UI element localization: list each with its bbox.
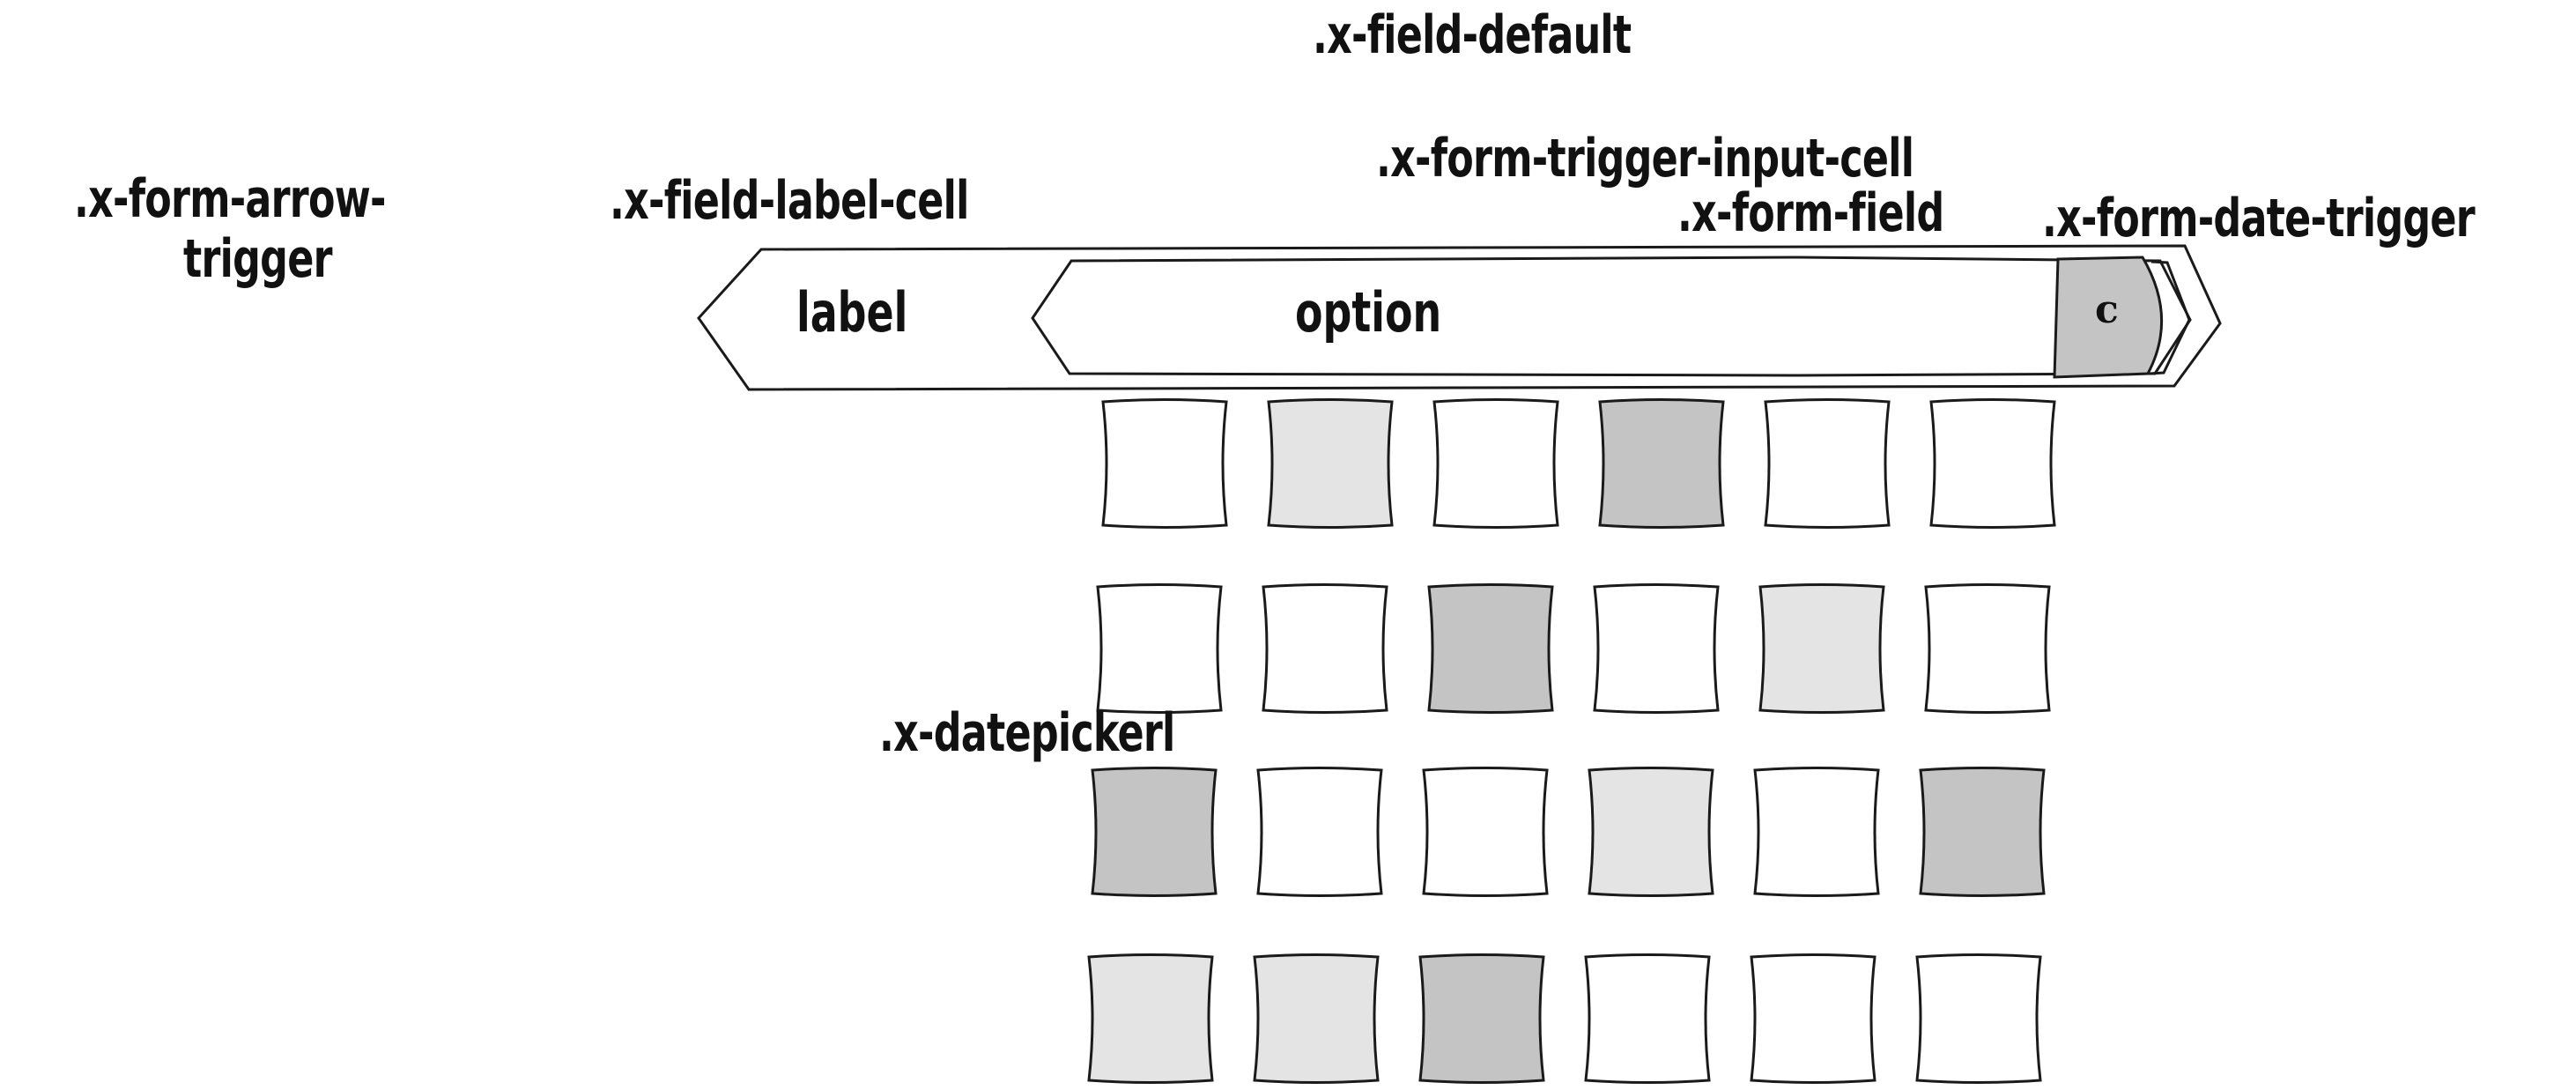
datepicker-cell-r3-c1[interactable] [1091, 767, 1218, 897]
datepicker-cell-r2-c3[interactable] [1427, 583, 1554, 714]
annotation-form-arrow-trigger: .x-form-arrow- trigger [74, 168, 470, 285]
annotation-form-arrow-trigger-line1: .x-form-arrow- [74, 168, 386, 230]
annotation-field-default: .x-field-default [1313, 4, 1632, 66]
datepicker-cell-r4-c2[interactable] [1253, 953, 1380, 1084]
annotation-form-field: .x-form-field [1677, 182, 1944, 244]
datepicker-cell-r4-c5[interactable] [1750, 953, 1876, 1084]
datepicker-cell-r1-c4[interactable] [1598, 398, 1725, 529]
datepicker-cells [1087, 398, 2056, 1084]
annotation-form-arrow-trigger-line2: trigger [183, 228, 332, 290]
annotation-datepicker: .x-datepickerl [879, 702, 1175, 764]
trigger-chevron-outline [2149, 260, 2191, 375]
datepicker-cell-r4-c6[interactable] [1915, 953, 2042, 1084]
datepicker-cell-r4-c4[interactable] [1584, 953, 1711, 1084]
datepicker-cell-r3-c3[interactable] [1422, 767, 1549, 897]
field-label: label [796, 280, 908, 345]
datepicker-cell-r2-c4[interactable] [1593, 583, 1720, 714]
datepicker-cell-r2-c1[interactable] [1096, 583, 1223, 714]
datepicker-cell-r3-c6[interactable] [1919, 767, 2046, 897]
annotation-form-trigger-input-cell: .x-form-trigger-input-cell [1376, 128, 1914, 189]
form-field-value[interactable]: option [1295, 280, 1442, 345]
datepicker-cell-r4-c3[interactable] [1418, 953, 1545, 1084]
annotation-form-date-trigger: .x-form-date-trigger [2042, 188, 2476, 249]
datepicker-cell-r3-c2[interactable] [1256, 767, 1383, 897]
datepicker-cell-r1-c1[interactable] [1101, 398, 1228, 529]
datepicker-cell-r2-c5[interactable] [1758, 583, 1885, 714]
datepicker-cell-r2-c2[interactable] [1262, 583, 1388, 714]
datepicker-cell-r4-c1[interactable] [1087, 953, 1214, 1084]
form-date-trigger-button[interactable] [2053, 256, 2164, 379]
form-field-outline [1031, 256, 2192, 377]
date-trigger-glyph: c [2095, 287, 2119, 332]
datepicker-cell-r1-c3[interactable] [1432, 398, 1559, 529]
datepicker-cell-r2-c6[interactable] [1924, 583, 2051, 714]
datepicker-cell-r1-c6[interactable] [1929, 398, 2056, 529]
datepicker-cell-r1-c5[interactable] [1764, 398, 1891, 529]
datepicker-cell-r1-c2[interactable] [1267, 398, 1394, 529]
datepicker-cell-r3-c4[interactable] [1588, 767, 1714, 897]
annotation-field-label-cell: .x-field-label-cell [610, 170, 969, 232]
datepicker-cell-r3-c5[interactable] [1753, 767, 1880, 897]
